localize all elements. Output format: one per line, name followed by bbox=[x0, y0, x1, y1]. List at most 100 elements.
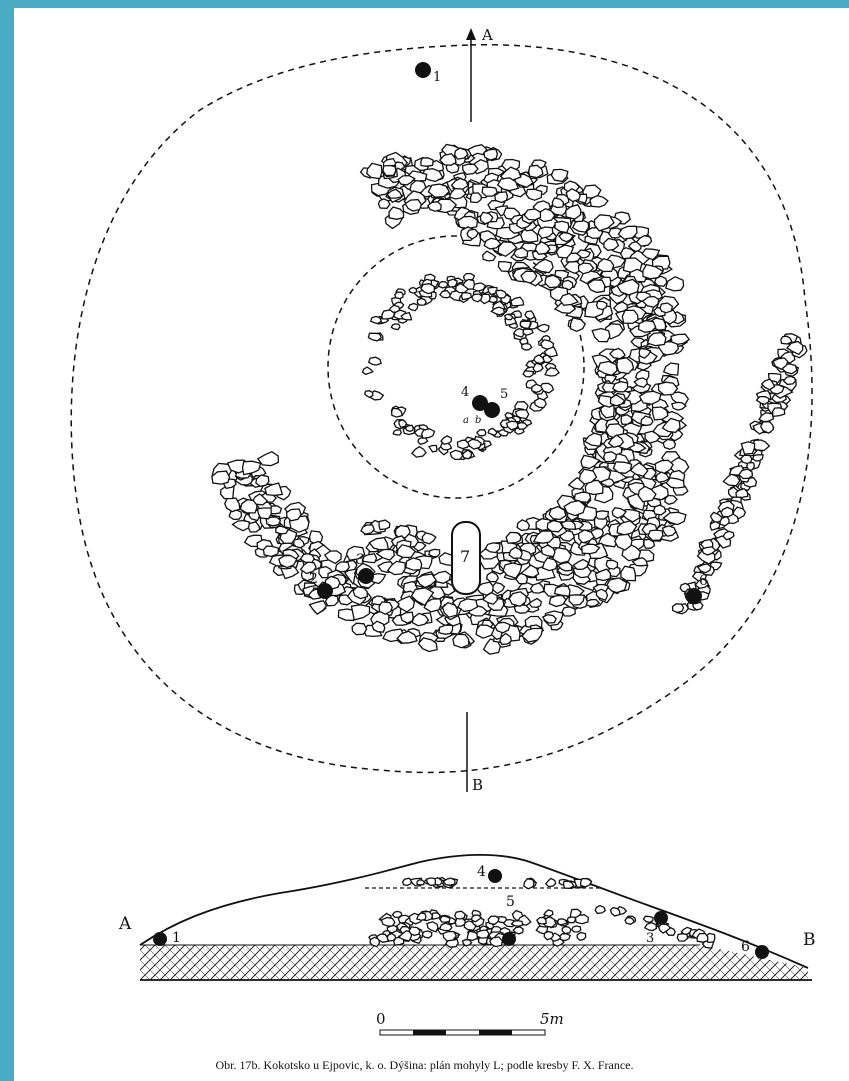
stone bbox=[334, 561, 351, 573]
stone bbox=[441, 601, 459, 618]
stone bbox=[381, 309, 396, 320]
section-label-3: 3 bbox=[646, 931, 654, 946]
find-label-6: 6 bbox=[699, 573, 708, 589]
stone bbox=[519, 336, 529, 345]
stone bbox=[554, 220, 570, 234]
stone bbox=[580, 454, 601, 470]
stone bbox=[563, 499, 587, 517]
stone bbox=[543, 346, 559, 358]
stone bbox=[395, 595, 416, 613]
stone bbox=[520, 270, 538, 284]
stone bbox=[513, 604, 531, 614]
stone bbox=[635, 234, 653, 247]
inner-dashed-ring bbox=[327, 235, 585, 499]
stone bbox=[485, 571, 500, 583]
stone bbox=[594, 568, 612, 582]
stone bbox=[420, 428, 436, 440]
stone bbox=[638, 390, 662, 405]
stone bbox=[448, 187, 467, 200]
stone bbox=[481, 186, 498, 197]
section-end-b: B bbox=[803, 930, 816, 950]
stone bbox=[541, 614, 557, 624]
stone bbox=[543, 930, 555, 941]
stone bbox=[510, 296, 525, 307]
stone bbox=[438, 624, 454, 635]
stone bbox=[380, 916, 396, 927]
stone bbox=[425, 877, 437, 886]
stone bbox=[662, 362, 680, 376]
find-label-5: 5 bbox=[500, 387, 508, 402]
stone bbox=[621, 508, 641, 523]
stone bbox=[624, 916, 636, 925]
stone bbox=[521, 627, 544, 643]
stone bbox=[461, 449, 472, 460]
stone bbox=[484, 542, 501, 554]
stone bbox=[553, 585, 571, 598]
stone bbox=[532, 258, 554, 274]
stone bbox=[556, 918, 569, 926]
stone bbox=[561, 606, 576, 617]
stone bbox=[390, 407, 403, 418]
stone bbox=[432, 570, 452, 584]
stone bbox=[523, 208, 542, 221]
stone bbox=[680, 926, 693, 935]
find-1-marker bbox=[415, 62, 431, 78]
scale-end-label: 5m bbox=[540, 1010, 564, 1028]
stone bbox=[647, 529, 664, 542]
stone bbox=[605, 577, 628, 594]
stone bbox=[367, 356, 382, 366]
stone bbox=[494, 191, 509, 204]
section-label-6: 6 bbox=[741, 939, 750, 955]
stone bbox=[442, 877, 456, 886]
stone bbox=[722, 530, 735, 541]
stone bbox=[607, 434, 625, 449]
stone bbox=[544, 366, 561, 377]
stone bbox=[490, 925, 502, 933]
stone bbox=[415, 573, 438, 589]
stone bbox=[516, 519, 531, 532]
stone bbox=[255, 474, 270, 487]
stone bbox=[440, 435, 453, 445]
stone bbox=[580, 543, 601, 555]
stone bbox=[548, 505, 567, 521]
stone bbox=[629, 462, 649, 477]
stone bbox=[665, 477, 685, 489]
stone bbox=[772, 357, 789, 371]
stone bbox=[569, 317, 587, 333]
stone bbox=[750, 439, 771, 452]
stone bbox=[423, 598, 442, 613]
stone bbox=[558, 933, 572, 942]
stone bbox=[595, 300, 608, 311]
stone bbox=[525, 188, 543, 201]
scale-bar bbox=[379, 1029, 546, 1036]
stone bbox=[599, 403, 615, 419]
stone bbox=[482, 250, 497, 262]
stone bbox=[556, 561, 573, 572]
stone bbox=[577, 529, 595, 544]
stone bbox=[410, 445, 427, 458]
stone bbox=[780, 335, 793, 345]
stone bbox=[709, 520, 721, 531]
sub-label-a: a bbox=[463, 415, 469, 426]
section-find-4-marker bbox=[488, 869, 502, 883]
stone bbox=[508, 591, 527, 608]
stone bbox=[611, 506, 627, 519]
stone bbox=[534, 241, 551, 255]
stone bbox=[612, 301, 629, 313]
stone bbox=[241, 460, 262, 476]
stone bbox=[377, 198, 391, 209]
stone bbox=[442, 930, 458, 942]
stone bbox=[662, 511, 687, 526]
stone bbox=[497, 260, 513, 273]
stone bbox=[231, 519, 250, 532]
stone bbox=[524, 615, 543, 629]
stone bbox=[537, 226, 554, 239]
stone bbox=[438, 152, 457, 166]
stone bbox=[620, 414, 633, 425]
stone bbox=[502, 562, 523, 579]
stone bbox=[553, 299, 577, 314]
stone bbox=[696, 563, 712, 574]
stone bbox=[517, 421, 529, 430]
stone bbox=[427, 444, 438, 453]
stone bbox=[638, 347, 652, 359]
